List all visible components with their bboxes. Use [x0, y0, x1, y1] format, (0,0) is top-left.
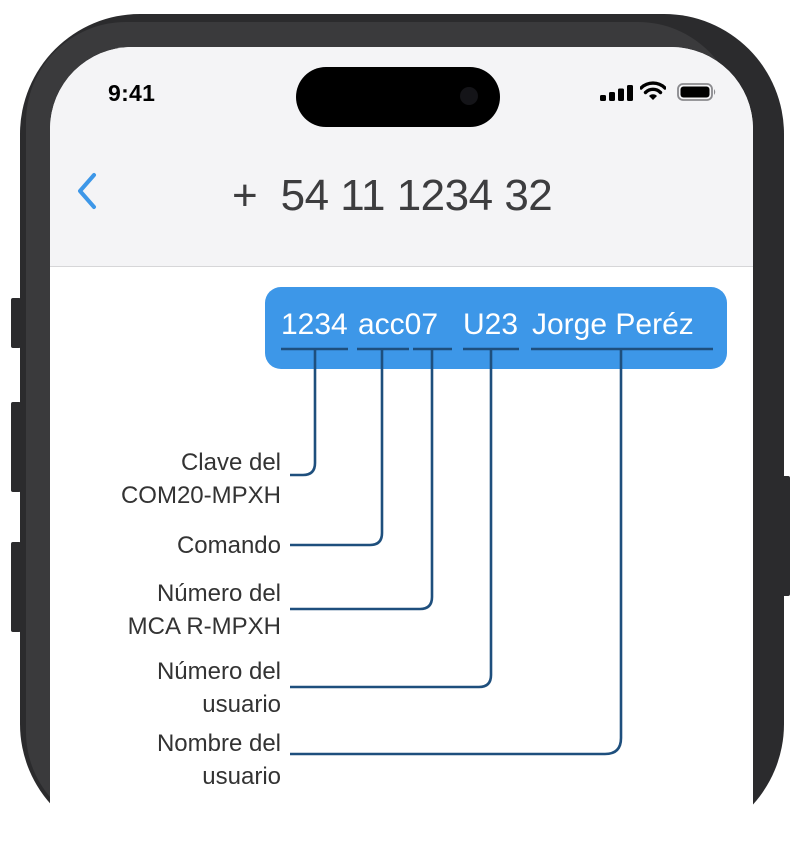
chevron-left-icon[interactable]: [75, 171, 99, 211]
phone-screen: 9:41 + 54 11 1234 32: [50, 47, 753, 847]
power-button: [780, 476, 790, 596]
connector-mca: [290, 349, 434, 611]
connector-key: [290, 349, 317, 477]
connector-command: [290, 349, 384, 547]
label-command: Comando: [176, 532, 281, 559]
connector-user-name: [290, 349, 623, 756]
message-segment-command: acc07: [358, 308, 439, 341]
label-user-number: Número del usuario: [156, 658, 281, 718]
contact-phone-number[interactable]: + 54 11 1234 32: [232, 171, 553, 220]
dynamic-island: [296, 67, 500, 127]
status-time: 9:41: [108, 80, 156, 106]
connector-lines: [281, 347, 713, 756]
volume-down-button: [11, 542, 21, 632]
battery-icon: [677, 83, 716, 101]
message-segment-user-name: Jorge Peréz: [532, 308, 694, 341]
label-user-name: Nombre del usuario: [156, 730, 281, 790]
action-button: [11, 298, 21, 348]
message-segment-key: 1234: [281, 308, 348, 341]
label-key: Clave del COM20-MPXH: [120, 449, 281, 509]
connector-user-number: [290, 349, 493, 689]
volume-up-button: [11, 402, 21, 492]
message-bubble: [265, 287, 727, 369]
signal-icon: [600, 85, 633, 101]
front-camera-icon: [460, 87, 478, 105]
label-mca: Número del MCA R-MPXH: [127, 580, 281, 640]
message-segment-user-number: U23: [463, 308, 519, 341]
wifi-icon: [640, 81, 666, 100]
